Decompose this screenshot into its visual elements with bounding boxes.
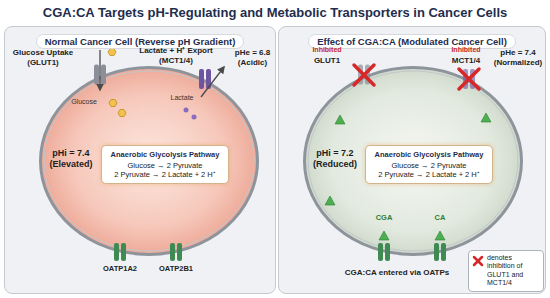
annotation-label: Lactate + H⁺ Export (MCT1/4) [138,46,214,65]
label-wrap: CA [426,213,454,222]
label-wrap: Inhibited [446,46,486,54]
oatp-transporter [170,243,182,261]
annotation-label: MCT1/4 [446,56,486,66]
ph-value: pHi = 7.2 (Reduced) [309,148,361,170]
label-wrap: CGA:CA entered via OATPs [332,268,462,278]
label-wrap: Inhibited [306,46,348,54]
cga-ca-molecule [325,113,491,240]
box-heading: Anaerobic Glycolysis Pathway [369,150,489,159]
annotation-label: Glucose [70,98,98,106]
glucose-molecule [109,100,117,107]
annotation-label: Inhibited [306,46,348,54]
x-stroke [474,257,482,265]
label-wrap: Lactate [166,94,198,102]
annotation-label: GLUT1 [306,56,348,66]
reaction-equation: Glucose → 2 Pyruvate [369,161,489,170]
label-wrap: OATP1A2 [98,264,142,273]
label-wrap: OATP2B1 [154,264,198,273]
lactate-dot [184,108,189,113]
legend-box: denotes inhibition of GLUT1 and MCT1/4 [468,250,544,292]
box-heading: Anaerobic Glycolysis Pathway [105,150,225,159]
annotation-label: pHe = 7.4 (Normalized) [490,48,546,67]
cell-membrane: pHi = 7.4 (Elevated)Anaerobic Glycolysis… [39,66,259,256]
annotation-label: CGA [370,213,398,222]
inhibition-x-symbol [354,65,374,85]
process-box: Anaerobic Glycolysis PathwayGlucose → 2 … [365,145,493,184]
oatp-transporter [378,243,390,261]
label-wrap: Glucose [70,98,98,106]
inhibition-x-symbol [459,69,479,89]
cell-body [305,68,522,255]
inhibition-x-symbol [472,255,484,267]
annotation-label: pHe = 6.8 (Acidic) [230,48,275,67]
lactate-dot [192,115,197,120]
diagram-title: CGA:CA Targets pH-Regulating and Metabol… [43,5,507,21]
glucose-molecule [108,49,116,56]
label-wrap: CGA [370,213,398,222]
glucose-molecule [118,110,126,117]
title-wrap: CGA:CA Targets pH-Regulating and Metabol… [0,3,550,21]
label-wrap: GLUT1 [306,56,348,66]
cell-inner-membrane [44,71,254,251]
label-wrap: MCT1/4 [446,56,486,66]
glucose-uptake-arrow [99,50,100,90]
reaction-equation: 2 Pyruvate → 2 Lactate + 2 H⁺ [105,170,225,179]
annotation-label: Inhibited [446,46,486,54]
annotation-label: Lactate [166,94,198,102]
label-wrap: pHe = 7.4 (Normalized) [490,48,546,67]
cell-text-wrap: pHi = 7.4 (Elevated) [45,148,97,170]
oatp-transporter [114,243,126,261]
cell-membrane: pHi = 7.2 (Reduced)Anaerobic Glycolysis … [303,66,523,256]
label-wrap: pHe = 6.8 (Acidic) [230,48,275,67]
annotation-label: CGA:CA entered via OATPs [332,268,462,278]
cell-inner-membrane [308,71,518,251]
oatp-transporter [434,243,446,261]
x-stroke [474,257,482,265]
process-box: Anaerobic Glycolysis PathwayGlucose → 2 … [101,145,229,184]
label-wrap: Lactate + H⁺ Export (MCT1/4) [138,46,214,65]
annotation-label: Glucose Uptake (GLUT1) [8,48,78,67]
annotation-label: OATP2B1 [154,264,198,273]
lactate-export-arrow [201,67,224,97]
legend-text: denotes inhibition of GLUT1 and MCT1/4 [487,254,540,288]
legend-row: denotes inhibition of GLUT1 and MCT1/4 [472,254,540,288]
ph-value: pHi = 7.4 (Elevated) [45,148,97,170]
reaction-equation: 2 Pyruvate → 2 Lactate + 2 H⁺ [369,170,489,179]
label-wrap: Glucose Uptake (GLUT1) [8,48,78,67]
annotation-label: OATP1A2 [98,264,142,273]
cell-body [41,68,258,255]
reaction-equation: Glucose → 2 Pyruvate [105,161,225,170]
annotation-label: CA [426,213,454,222]
cell-text-wrap: pHi = 7.2 (Reduced) [309,148,361,170]
